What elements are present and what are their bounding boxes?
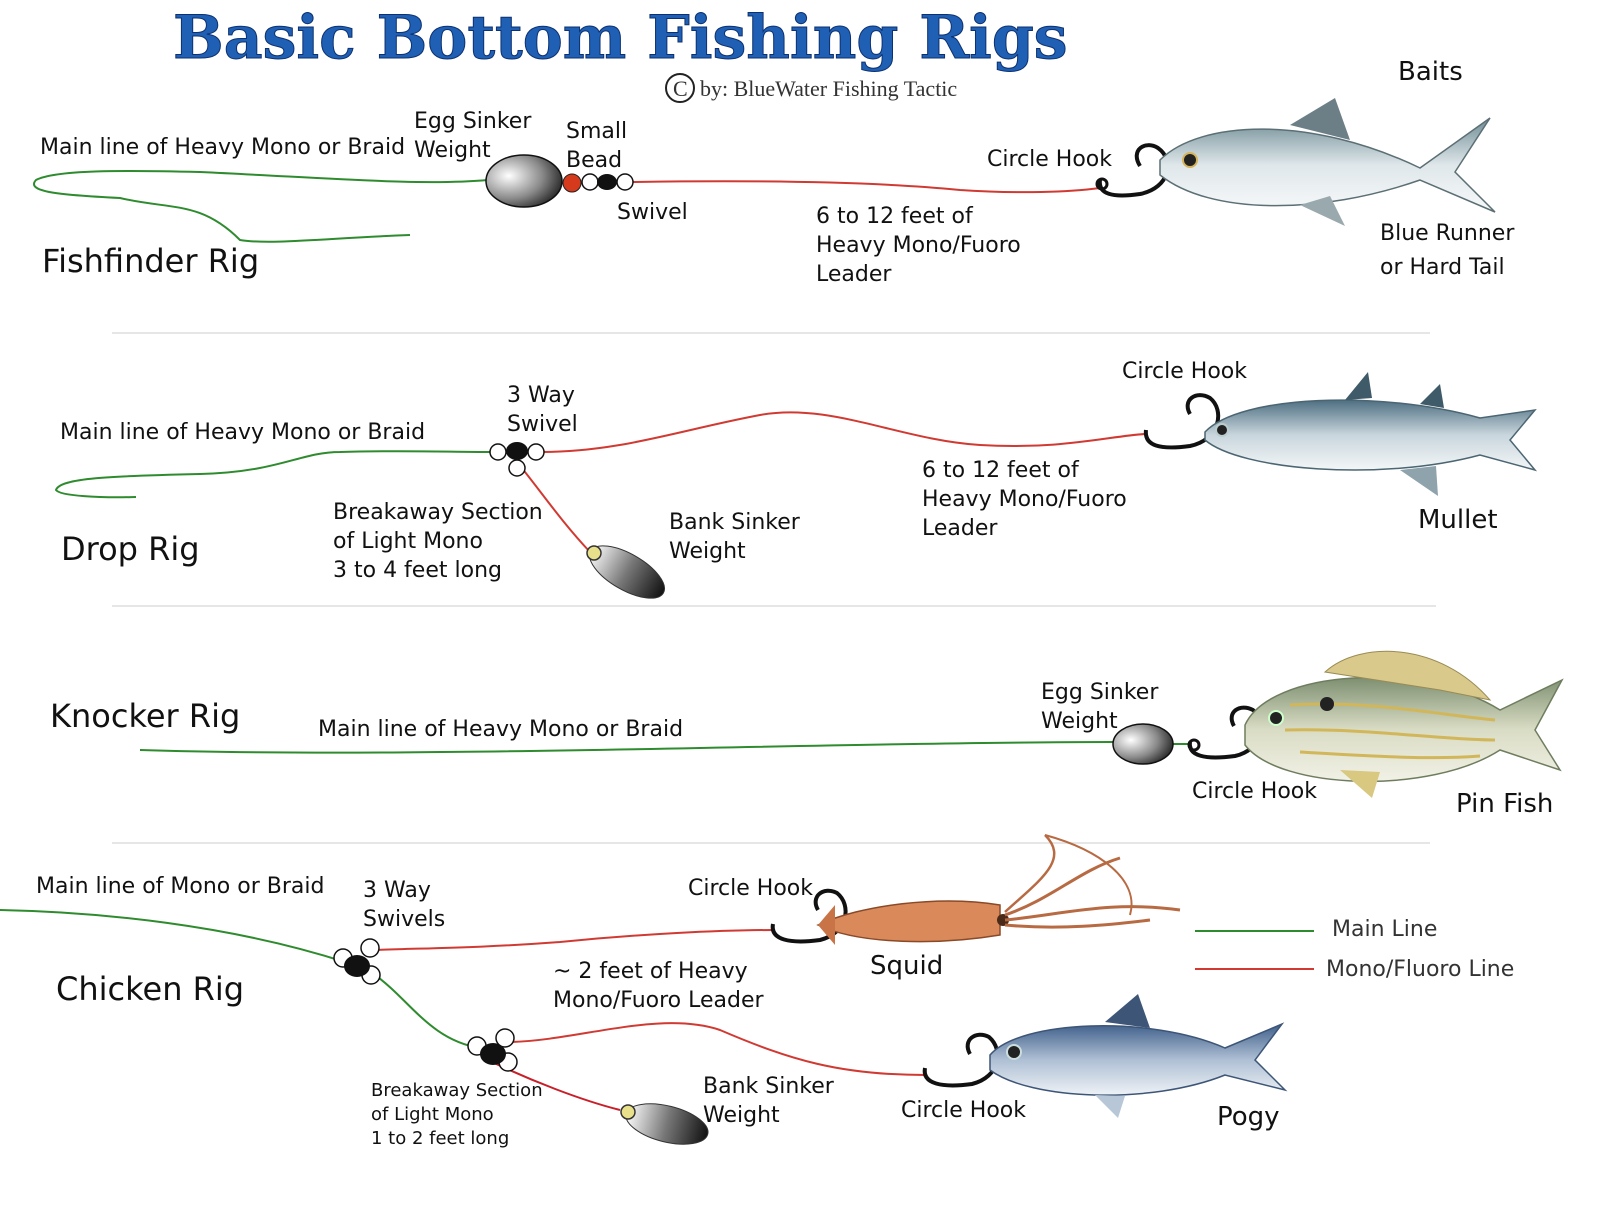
bank-sinker-label-2: Weight xyxy=(669,539,746,564)
main-line-label: Main line of Heavy Mono or Braid xyxy=(60,420,425,445)
rig-name: Knocker Rig xyxy=(50,697,240,735)
knocker-rig: Knocker Rig Main line of Heavy Mono or B… xyxy=(50,650,1564,819)
egg-sinker xyxy=(485,154,563,208)
breakaway-label-1: Breakaway Section xyxy=(371,1080,543,1101)
leader-label-1: 6 to 12 feet of xyxy=(922,458,1080,483)
bait-label: Pin Fish xyxy=(1456,789,1553,819)
legend-mono-label: Mono/Fluoro Line xyxy=(1326,957,1514,982)
breakaway-label-1: Breakaway Section xyxy=(333,500,543,525)
leader-label-2: Mono/Fuoro Leader xyxy=(553,988,765,1013)
bait-label-squid: Squid xyxy=(870,951,943,981)
egg-sinker-label-2: Weight xyxy=(414,138,491,163)
pogy-fish xyxy=(989,994,1288,1118)
egg-sinker-label-1: Egg Sinker xyxy=(414,109,532,134)
bait-label: Mullet xyxy=(1418,505,1498,535)
circle-hook-label-bottom: Circle Hook xyxy=(901,1098,1026,1123)
main-line xyxy=(139,741,1116,754)
mullet-fish xyxy=(1204,372,1538,496)
legend-main-label: Main Line xyxy=(1332,917,1437,942)
main-line-label: Main line of Heavy Mono or Braid xyxy=(40,135,405,160)
egg-sinker-label-1: Egg Sinker xyxy=(1041,680,1159,705)
leader-bottom xyxy=(511,1022,926,1076)
main-line-label: Main line of Mono or Braid xyxy=(36,874,324,899)
copyright-symbol: C xyxy=(673,76,688,101)
baits-header: Baits xyxy=(1398,57,1463,87)
breakaway-label-2: of Light Mono xyxy=(333,529,483,554)
circle-hook-icon xyxy=(922,1032,1000,1088)
swivel-ring xyxy=(616,173,634,191)
chicken-rig: Main line of Mono or Braid 3 Way Swivels… xyxy=(0,834,1288,1149)
bead-label-2: Bead xyxy=(566,148,622,173)
leader-label-1: ~ 2 feet of Heavy xyxy=(553,959,748,984)
copyright-circle xyxy=(665,73,695,103)
rig-name: Chicken Rig xyxy=(56,970,244,1008)
page-title: Basic Bottom Fishing Rigs xyxy=(173,3,1068,73)
leader-label-3: Leader xyxy=(816,262,892,287)
bait-label-2: or Hard Tail xyxy=(1380,255,1505,280)
rig-name: Drop Rig xyxy=(61,530,200,568)
circle-hook-label: Circle Hook xyxy=(1192,779,1317,804)
credit-text: by: BlueWater Fishing Tactic xyxy=(700,76,957,101)
bank-sinker xyxy=(625,1103,709,1145)
bait-label-pogy: Pogy xyxy=(1217,1102,1280,1132)
bank-sinker-label-1: Bank Sinker xyxy=(669,510,801,535)
pin-fish xyxy=(1244,650,1564,798)
three-way-swivel xyxy=(480,1043,506,1065)
main-line xyxy=(54,450,491,499)
bead xyxy=(562,173,582,193)
swivel-label-1: 3 Way xyxy=(507,383,575,408)
leader-top xyxy=(374,929,776,951)
swivel-label-2: Swivel xyxy=(507,412,578,437)
squid xyxy=(816,834,1181,945)
leader-label-1: 6 to 12 feet of xyxy=(816,204,974,229)
bait-label-1: Blue Runner xyxy=(1380,221,1515,246)
rig-name: Fishfinder Rig xyxy=(42,242,259,280)
main-line-label: Main line of Heavy Mono or Braid xyxy=(318,717,683,742)
main-line xyxy=(33,169,489,243)
breakaway-label-3: 1 to 2 feet long xyxy=(371,1128,509,1149)
three-way-swivel xyxy=(344,955,370,977)
bank-sinker-label-1: Bank Sinker xyxy=(703,1074,835,1099)
three-way-swivel xyxy=(506,442,528,460)
circle-hook-label-top: Circle Hook xyxy=(688,876,813,901)
leader-label-2: Heavy Mono/Fuoro xyxy=(816,233,1021,258)
breakaway-label-2: of Light Mono xyxy=(371,1104,494,1125)
leader-label-2: Heavy Mono/Fuoro xyxy=(922,487,1127,512)
swivels-label-2: Swivels xyxy=(363,907,445,932)
drop-rig: Main line of Heavy Mono or Braid 3 Way S… xyxy=(54,359,1538,599)
legend: Main Line Mono/Fluoro Line xyxy=(1195,917,1514,982)
blue-runner-fish xyxy=(1159,98,1496,226)
leader-label-3: Leader xyxy=(922,516,998,541)
swivel-body xyxy=(597,174,617,190)
swivel-ring xyxy=(581,173,599,191)
swivel-label: Swivel xyxy=(617,200,688,225)
bead-label-1: Small xyxy=(566,119,627,144)
circle-hook-label: Circle Hook xyxy=(1122,359,1247,384)
leader-line xyxy=(541,411,1146,453)
egg-sinker-label-2: Weight xyxy=(1041,709,1118,734)
main-line xyxy=(0,909,346,963)
leader-line xyxy=(631,180,1101,194)
main-line xyxy=(374,974,481,1049)
bank-sinker-label-2: Weight xyxy=(703,1103,780,1128)
fishfinder-rig: Main line of Heavy Mono or Braid Egg Sin… xyxy=(33,98,1515,287)
swivels-label-1: 3 Way xyxy=(363,878,431,903)
egg-sinker xyxy=(1112,723,1174,765)
hook-eye xyxy=(1095,177,1109,191)
circle-hook-label: Circle Hook xyxy=(987,147,1112,172)
breakaway-label-3: 3 to 4 feet long xyxy=(333,558,502,583)
